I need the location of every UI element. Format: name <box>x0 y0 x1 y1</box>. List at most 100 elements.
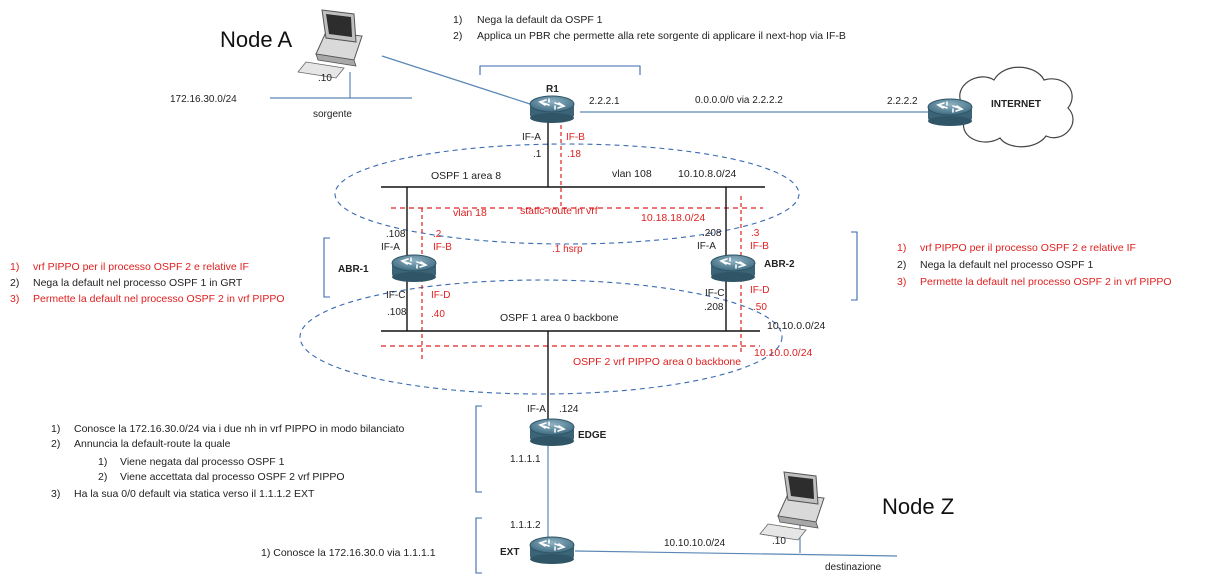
router-icon[interactable] <box>529 418 575 447</box>
router-icon[interactable] <box>529 95 575 124</box>
svg-text:Viene accettata dal processo O: Viene accettata dal processo OSPF 2 vrf … <box>120 471 345 483</box>
svg-text:1): 1) <box>98 456 107 468</box>
cloud-icon <box>951 66 1074 148</box>
svg-text:2): 2) <box>51 438 60 450</box>
svg-text:.40: .40 <box>431 309 445 320</box>
svg-text:vrf PIPPO per il processo OSPF: vrf PIPPO per il processo OSPF 2 e relat… <box>920 242 1136 254</box>
svg-text:Ha la sua 0/0 default via sta: Ha la sua 0/0 default via statica verso … <box>74 488 315 500</box>
abr1-notes-bracket <box>323 237 330 298</box>
svg-text:IF-C: IF-C <box>705 288 724 299</box>
svg-text:.108: .108 <box>386 229 406 240</box>
svg-text:.10: .10 <box>772 536 786 547</box>
router-icon[interactable] <box>529 536 575 565</box>
svg-text:2): 2) <box>10 277 19 289</box>
r1-notes-bracket <box>479 65 641 75</box>
svg-text:10.10.10.0/24: 10.10.10.0/24 <box>664 538 726 549</box>
svg-text:sorgente: sorgente <box>313 109 352 120</box>
svg-text:Permette la default nel proce: Permette la default nel processo OSPF 2 … <box>920 276 1172 288</box>
abr2-notes-bracket <box>851 231 858 301</box>
abr1-name: ABR-1 <box>338 264 369 275</box>
svg-text:IF-A: IF-A <box>697 241 716 252</box>
svg-text:IF-B: IF-B <box>750 241 769 252</box>
svg-text:.208: .208 <box>704 302 724 313</box>
router-icon[interactable] <box>710 254 756 283</box>
svg-text:2.2.2.2: 2.2.2.2 <box>887 96 918 107</box>
ospf-area8-ellipse <box>334 143 800 245</box>
internet-name: INTERNET <box>991 99 1041 110</box>
svg-text:10.10.8.0/24: 10.10.8.0/24 <box>678 168 737 180</box>
svg-text:.124: .124 <box>559 404 579 415</box>
r1-name: R1 <box>546 84 559 95</box>
svg-text:.1: .1 <box>533 149 542 160</box>
svg-text:IF-A: IF-A <box>522 132 541 143</box>
svg-text:10.18.18.0/24: 10.18.18.0/24 <box>641 212 705 224</box>
edge-notes: 1) Conosce la 172.16.30.0/24 via i due n… <box>51 423 405 500</box>
svg-text:2): 2) <box>453 30 462 42</box>
computer-icon[interactable] <box>759 471 825 541</box>
svg-text:10.10.0.0/24: 10.10.0.0/24 <box>767 320 826 332</box>
svg-text:.108: .108 <box>387 307 407 318</box>
svg-text:3): 3) <box>897 276 906 288</box>
svg-text:.2: .2 <box>433 229 442 240</box>
svg-text:static-route in vrf: static-route in vrf <box>520 205 598 217</box>
svg-text:Nega la default nel processo: Nega la default nel processo OSPF 1 <box>920 259 1094 271</box>
svg-text:3): 3) <box>51 488 60 500</box>
ext-notes-bracket <box>475 517 482 574</box>
abr2-notes: 1) vrf PIPPO per il processo OSPF 2 e re… <box>897 242 1172 288</box>
svg-text:destinazione: destinazione <box>825 562 882 573</box>
svg-text:1): 1) <box>897 242 906 254</box>
svg-text:172.16.30.0/24: 172.16.30.0/24 <box>170 94 237 105</box>
ext-name: EXT <box>500 547 519 558</box>
svg-text:IF-A: IF-A <box>381 242 400 253</box>
svg-text:Applica un PBR che permette a: Applica un PBR che permette alla rete so… <box>477 30 846 42</box>
link-nodea-r1 <box>381 55 531 105</box>
ospf-area0-ellipse <box>299 279 783 395</box>
svg-text:OSPF 1 area 8: OSPF 1 area 8 <box>431 170 501 182</box>
svg-text:OSPF 1 area 0 backbone: OSPF 1 area 0 backbone <box>500 312 619 324</box>
svg-text:vlan 108: vlan 108 <box>612 168 652 180</box>
svg-text:.10: .10 <box>318 73 332 84</box>
interface-labels: .10 172.16.30.0/24 sorgente 2.2.2.1 0.0.… <box>170 73 918 573</box>
svg-text:1.1.1.2: 1.1.1.2 <box>510 520 541 531</box>
svg-text:IF-B: IF-B <box>566 132 585 143</box>
svg-text:.50: .50 <box>753 302 767 313</box>
svg-text:2): 2) <box>98 471 107 483</box>
svg-text:IF-B: IF-B <box>433 242 452 253</box>
svg-text:2.2.2.1: 2.2.2.1 <box>589 96 620 107</box>
svg-text:IF-D: IF-D <box>750 285 769 296</box>
svg-text:1): 1) <box>453 14 462 26</box>
svg-text:IF-C: IF-C <box>386 290 405 301</box>
svg-text:3): 3) <box>10 293 19 305</box>
ext-note: 1) Conosce la 172.16.30.0 via 1.1.1.1 <box>261 547 436 559</box>
node-z-title: Node Z <box>882 494 954 519</box>
abr1-notes: 1) vrf PIPPO per il processo OSPF 2 e re… <box>10 261 285 305</box>
svg-text:vrf PIPPO per il processo OSPF: vrf PIPPO per il processo OSPF 2 e relat… <box>33 261 249 273</box>
svg-text:Nega la default da OSPF 1: Nega la default da OSPF 1 <box>477 14 603 26</box>
svg-text:.1 hsrp: .1 hsrp <box>552 244 583 255</box>
link-ext-dest <box>574 550 898 557</box>
svg-text:IF-D: IF-D <box>431 290 450 301</box>
svg-text:Permette la default nel proce: Permette la default nel processo OSPF 2 … <box>33 293 285 305</box>
svg-text:Conosce la 172.16.30.0/24 via: Conosce la 172.16.30.0/24 via i due nh i… <box>74 423 405 435</box>
svg-text:0.0.0.0/0 via 2.2.2.2: 0.0.0.0/0 via 2.2.2.2 <box>695 95 783 106</box>
svg-text:Nega la default nel processo: Nega la default nel processo OSPF 1 in G… <box>33 277 243 289</box>
svg-text:.18: .18 <box>567 149 581 160</box>
svg-text:Viene negata dal processo OSPF: Viene negata dal processo OSPF 1 <box>120 456 285 468</box>
svg-text:Annuncia la default-route la q: Annuncia la default-route la quale <box>74 438 231 450</box>
node-a-title: Node A <box>220 27 292 52</box>
svg-text:1.1.1.1: 1.1.1.1 <box>510 454 541 465</box>
svg-text:.208: .208 <box>702 228 722 239</box>
svg-text:1): 1) <box>10 261 19 273</box>
router-icon[interactable] <box>391 254 437 283</box>
computer-icon[interactable] <box>297 9 363 79</box>
svg-text:OSPF 2 vrf PIPPO area 0 backbo: OSPF 2 vrf PIPPO area 0 backbone <box>573 356 741 368</box>
svg-text:IF-A: IF-A <box>527 404 546 415</box>
svg-text:1): 1) <box>51 423 60 435</box>
svg-text:vlan 18: vlan 18 <box>453 207 487 219</box>
router-icon[interactable] <box>927 98 973 127</box>
svg-text:.3: .3 <box>751 228 760 239</box>
svg-text:2): 2) <box>897 259 906 271</box>
svg-text:10.10.0.0/24: 10.10.0.0/24 <box>754 347 813 359</box>
abr2-name: ABR-2 <box>764 259 795 270</box>
